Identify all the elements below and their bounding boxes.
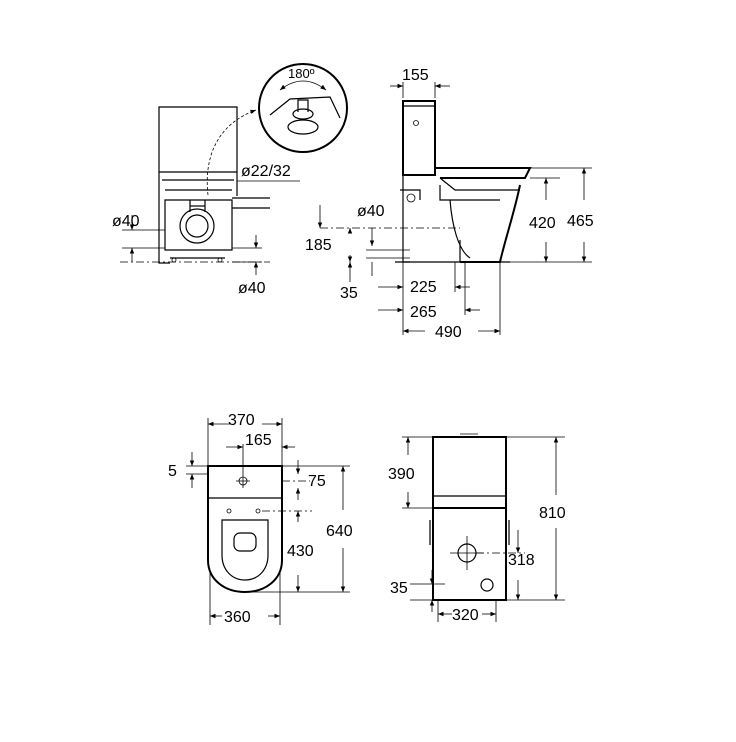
total-depth-label: 490 [435,324,462,341]
rear-base-offset-label: 35 [390,580,408,597]
rear-tank-height-label: 390 [388,466,415,483]
outlet-diameter-label: ø40 [357,203,385,220]
outlet-height-label: 185 [305,237,332,254]
plan-width-bottom-label: 360 [224,609,251,626]
rear-total-height-label: 810 [539,505,566,522]
plan-half-width-label: 165 [245,432,272,449]
inlet-bottom-label: ø40 [238,280,266,297]
dist-225-label: 225 [410,279,437,296]
side-view-right: 155 420 465 ø40 185 35 225 265 490 [305,67,594,341]
supply-diameter-label: ø22/32 [241,163,291,180]
rotation-label: 180º [288,66,315,81]
plan-offset-5-label: 5 [168,463,177,480]
total-height-label: 465 [567,213,594,230]
tank-depth-label: 155 [402,67,429,84]
plan-fix-distance-label: 430 [287,543,314,560]
plan-depth-label: 640 [326,523,353,540]
dist-265-label: 265 [410,304,437,321]
rear-base-width-label: 320 [452,607,479,624]
plan-offset-75-label: 75 [308,473,326,490]
seat-height-label: 420 [529,215,556,232]
rear-outlet-height-label: 318 [508,552,535,569]
outlet-offset-label: 35 [340,285,358,302]
inlet-left-label: ø40 [112,213,140,230]
plan-width-top-label: 370 [228,412,255,429]
plan-view: 370 165 5 75 430 640 360 [168,412,353,626]
side-view-left: 180º ø22/32 ø40 ø40 [112,63,348,297]
rear-view: 390 810 318 35 320 [388,433,566,624]
